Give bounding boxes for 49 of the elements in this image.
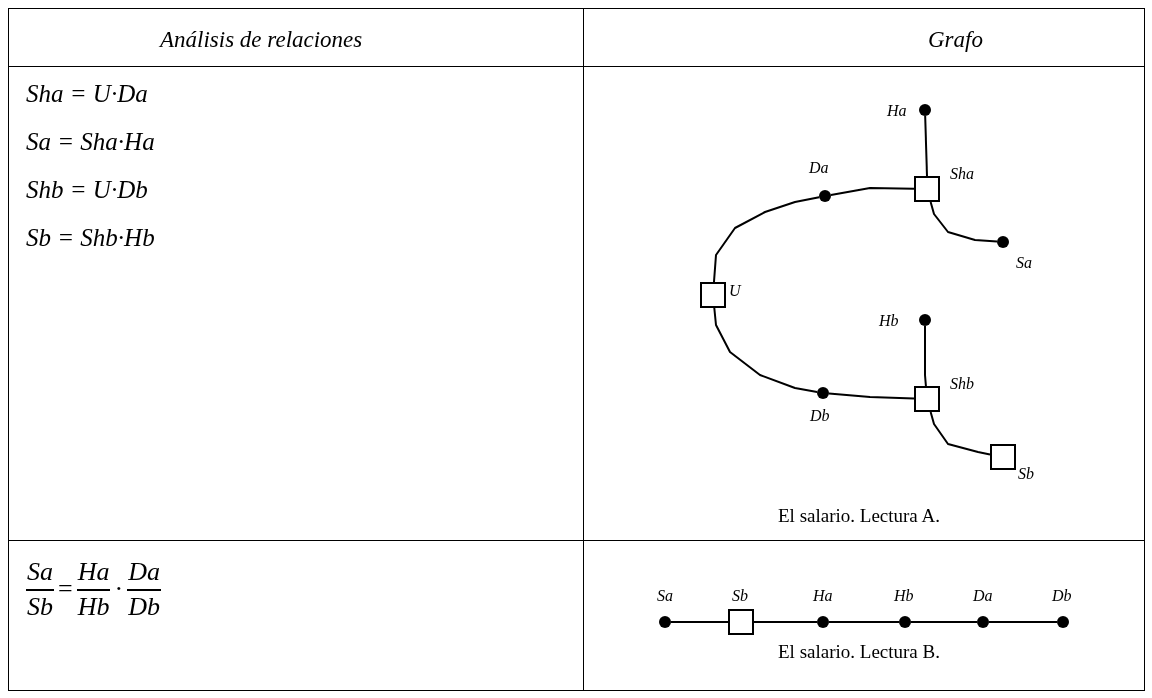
graph-caption: El salario. Lectura A. bbox=[778, 504, 940, 528]
connector-line bbox=[713, 196, 821, 283]
node-label: Da bbox=[973, 588, 993, 604]
connector-line bbox=[910, 621, 978, 623]
formula-term: Sa bbox=[27, 557, 53, 586]
connector-line bbox=[929, 411, 991, 456]
connector-line bbox=[929, 201, 998, 243]
equation: Sb = Shb·Hb bbox=[26, 223, 155, 253]
connector-line bbox=[828, 392, 915, 400]
connector-line bbox=[670, 621, 729, 623]
connector-line bbox=[828, 621, 900, 623]
column-header: Análisis de relaciones bbox=[160, 26, 363, 54]
formula-term: Da bbox=[128, 557, 160, 586]
node-label: Sb bbox=[732, 588, 748, 604]
node-label: Sha bbox=[950, 166, 974, 182]
node-label: Sa bbox=[1016, 255, 1032, 271]
connector-line bbox=[713, 307, 819, 393]
node-label: Da bbox=[809, 160, 829, 176]
equation: Sa = Sha·Ha bbox=[26, 127, 155, 157]
formula-term: Sb bbox=[27, 590, 53, 623]
node-label: Hb bbox=[879, 313, 899, 329]
formula-term: · bbox=[114, 573, 124, 606]
connector-line bbox=[988, 621, 1058, 623]
node-label: Db bbox=[1052, 588, 1072, 604]
node-label: Ha bbox=[887, 103, 907, 119]
formula-term: = bbox=[58, 573, 73, 606]
node-square bbox=[914, 176, 940, 202]
column-header: Grafo bbox=[928, 26, 983, 54]
node-label: Hb bbox=[894, 588, 914, 604]
node-label: Sa bbox=[657, 588, 673, 604]
node-label: Ha bbox=[813, 588, 833, 604]
node-label: U bbox=[729, 283, 741, 299]
connector-line bbox=[924, 115, 928, 177]
equation: Sha = U·Da bbox=[26, 79, 148, 109]
node-square bbox=[728, 609, 754, 635]
connector-line bbox=[829, 187, 915, 196]
graph-caption: El salario. Lectura B. bbox=[778, 640, 940, 664]
node-label: Db bbox=[810, 408, 830, 424]
connector-line bbox=[924, 325, 927, 387]
formula-term: Ha bbox=[77, 557, 110, 586]
node-square bbox=[990, 444, 1016, 470]
connector-line bbox=[753, 621, 818, 623]
node-label: Sb bbox=[1018, 466, 1034, 482]
formula-term: Hb bbox=[77, 590, 110, 623]
node-square bbox=[700, 282, 726, 308]
node-square bbox=[914, 386, 940, 412]
node-label: Shb bbox=[950, 376, 974, 392]
formula-term: Db bbox=[128, 590, 160, 623]
equation: Shb = U·Db bbox=[26, 175, 148, 205]
